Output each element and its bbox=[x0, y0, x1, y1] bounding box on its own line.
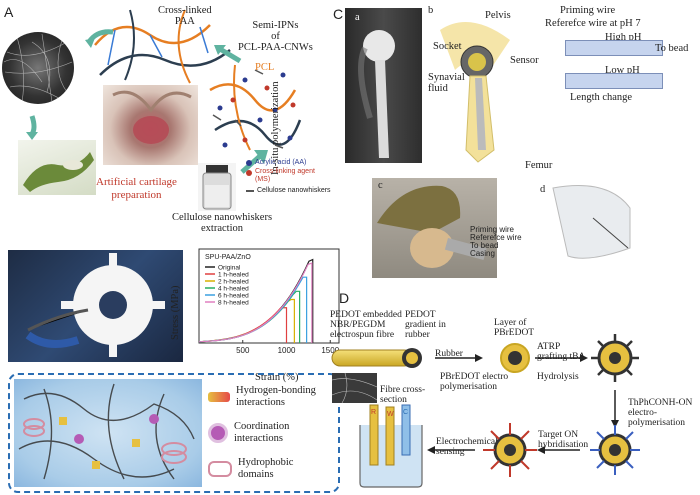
casing-c-label: Casing bbox=[470, 249, 495, 258]
semi-ipn-network-diagram bbox=[209, 64, 302, 151]
reference-wire-label: Referefce wire at pH 7 bbox=[545, 18, 641, 29]
hip-xray-image: a bbox=[345, 8, 422, 163]
panel-a-legend: Acrylic acid (AA) Cross-linking agent (M… bbox=[246, 158, 331, 196]
series-line bbox=[198, 307, 288, 343]
sensor-head-photo: c bbox=[372, 178, 497, 278]
priming-wire-c-label: Priming wire bbox=[470, 225, 515, 234]
high-ph-strip bbox=[565, 40, 663, 56]
xray-sublabel: a bbox=[355, 12, 360, 23]
series-line bbox=[198, 276, 308, 343]
legend-item: Acrylic acid (AA) bbox=[246, 158, 331, 168]
electrode-r-label: R bbox=[371, 409, 377, 416]
legend-item: Cross-linking agent (MS) bbox=[246, 168, 331, 186]
high-ph-label: High pH bbox=[605, 32, 642, 43]
cnw-line-icon bbox=[246, 190, 254, 192]
x-tick-label: 1500 bbox=[321, 346, 339, 355]
hydrogel-network bbox=[14, 379, 202, 487]
to-bead-label: To bead bbox=[655, 43, 689, 54]
artificial-cartilage-label: Artificial cartilage preparation bbox=[96, 176, 177, 201]
low-ph-strip bbox=[565, 73, 663, 89]
pedot-embedded-label: PEDOT embedded NBR/PEGDM electrospun fib… bbox=[330, 310, 402, 340]
semi-ipns-label: Semi-IPNs of PCL-PAA-CNWs bbox=[238, 20, 313, 53]
rubber-label: Rubber bbox=[435, 349, 463, 359]
low-ph-label: Low pH bbox=[605, 65, 640, 76]
to-bead-c-label: To bead bbox=[470, 241, 499, 250]
pedot-gradient-label: PEDOT gradient in rubber bbox=[405, 310, 446, 340]
panel-d-diagram bbox=[331, 334, 640, 488]
transparent-head-photo: d bbox=[538, 178, 638, 266]
acrylic-acid-dot-icon bbox=[246, 160, 252, 166]
crosslinked-paa-diagram bbox=[94, 9, 231, 84]
priming-wire-label: Priming wire bbox=[560, 5, 616, 16]
legend-label: 2 h-healed bbox=[218, 279, 249, 286]
legend-label: 1 h-healed bbox=[218, 272, 249, 279]
length-change-label: Length change bbox=[570, 92, 633, 103]
interaction-item: Hydrophobic domains bbox=[208, 457, 293, 481]
panel-c-letter: C bbox=[333, 6, 344, 22]
series-line bbox=[198, 262, 313, 343]
electrode-w-label: W bbox=[387, 411, 394, 418]
cnw-bottle-photo bbox=[198, 163, 236, 211]
legend-label: Original bbox=[218, 265, 241, 272]
electrochemical-label: Electrochemical sensing bbox=[436, 437, 498, 457]
arrow-icon bbox=[26, 115, 38, 140]
sensor-label: Sensor bbox=[510, 55, 539, 66]
hip-sensor-diagram bbox=[440, 22, 510, 163]
interactions-box: Hydrogen-bonding interactions Coordinati… bbox=[8, 373, 340, 493]
arrow-icon bbox=[85, 29, 114, 48]
sublabel-d: d bbox=[540, 184, 546, 195]
legend-label: 6 h-healed bbox=[218, 293, 249, 300]
sem-fiber-image bbox=[2, 32, 74, 104]
legend-label: 8 h-healed bbox=[218, 300, 249, 307]
synovial-fluid-label: Synavial fluid bbox=[428, 72, 465, 94]
healing-sample-photo bbox=[8, 250, 183, 362]
interaction-item: Coordination interactions bbox=[208, 421, 289, 445]
pbredot-polymerisation-label: PBrEDOT electro polymerisation bbox=[440, 372, 509, 392]
cnw-extraction-label: Cellulose nanowhiskers extraction bbox=[172, 212, 273, 234]
legend-item: Cellulose nanowhiskers bbox=[246, 186, 331, 196]
x-tick-label: 1000 bbox=[278, 346, 296, 355]
knee-photo bbox=[103, 85, 198, 165]
chart-xlabel: Strain (%) bbox=[255, 372, 299, 383]
hydrolysis-label: Hydrolysis bbox=[537, 372, 579, 382]
panel-d-letter: D bbox=[339, 290, 350, 306]
x-tick-label: 500 bbox=[236, 346, 250, 355]
layer-pbredot-label: Layer of PBrEDOT bbox=[494, 318, 535, 338]
sublabel-c: c bbox=[378, 180, 383, 191]
fibre-cross-section-label: Fibre cross- section bbox=[380, 385, 426, 405]
coordination-icon bbox=[208, 423, 228, 443]
atrp-label: ATRP grafting tBA bbox=[537, 342, 586, 362]
series-line bbox=[198, 290, 301, 343]
reference-wire-c-label: Referefce wire bbox=[470, 233, 522, 242]
crosslinked-paa-label: Cross-linked PAA bbox=[158, 5, 212, 27]
glove-photo bbox=[18, 140, 96, 195]
subpanel-b-label: b bbox=[428, 5, 434, 16]
legend-label: 4 h-healed bbox=[218, 286, 249, 293]
interaction-item: Hydrogen-bonding interactions bbox=[208, 385, 316, 409]
femur-label: Femur bbox=[525, 160, 553, 171]
c-photo-labels: Priming wire Referefce wire To bead Casi… bbox=[470, 226, 522, 258]
pelvis-label: Pelvis bbox=[485, 10, 511, 21]
legend-title: SPU-PAA/ZnO bbox=[205, 254, 251, 261]
thph-label: ThPhCONH-ON electro- polymerisation bbox=[628, 398, 693, 428]
socket-label: Socket bbox=[433, 41, 462, 52]
arrow-icon bbox=[214, 45, 242, 64]
chart-frame bbox=[198, 248, 340, 344]
hydrophobic-domain-icon bbox=[208, 461, 232, 477]
series-line bbox=[198, 258, 314, 343]
electrode-c-label: C bbox=[403, 409, 409, 416]
target-on-label: Target ON hybridisation bbox=[538, 430, 589, 450]
panel-a-letter: A bbox=[4, 4, 14, 20]
chart-ylabel: Stress (MPa) bbox=[170, 285, 181, 340]
pcl-label: PCL bbox=[255, 62, 275, 73]
hydrogen-bond-icon bbox=[208, 392, 230, 402]
crosslinker-dot-icon bbox=[246, 170, 252, 176]
